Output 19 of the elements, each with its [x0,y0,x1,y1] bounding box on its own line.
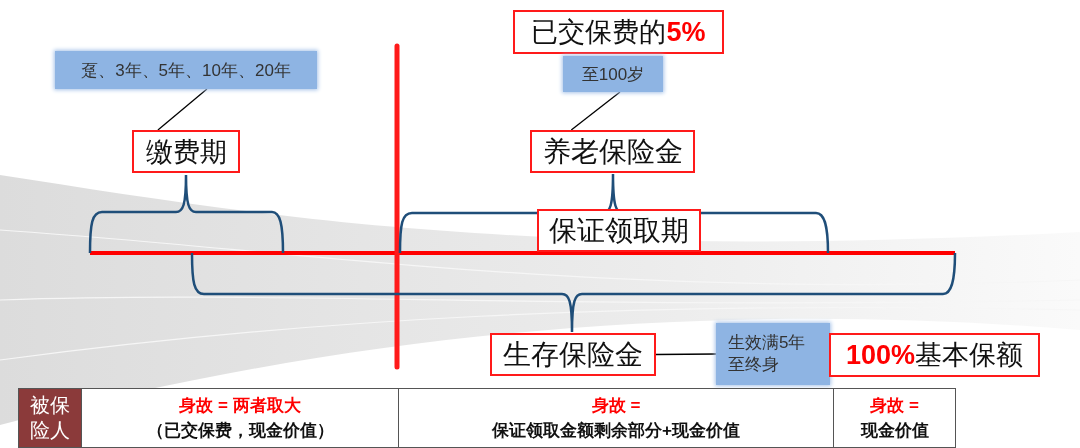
cell-heading: 身故 = [591,395,641,417]
cell-text: 现金价值 [860,420,929,442]
leader-line [157,88,208,131]
label-box: 已交保费的5% [513,10,724,54]
label-box: 保证领取期 [537,209,701,252]
note-box: 趸、3年、5年、10年、20年 [55,51,317,89]
cell-heading: 身故 = [870,395,919,417]
cell-text: 保证领取金额剩余部分+现金价值 [492,420,740,442]
note-box: 至100岁 [563,56,663,92]
label-box: 生存保险金 [490,333,656,376]
cell-text: （已交保费，现金价值） [146,420,334,442]
leader-line [570,91,621,131]
label-box: 100%基本保额 [829,333,1040,377]
leader-line [655,353,717,356]
label-box: 缴费期 [132,130,240,173]
cell-heading: 身故 = 两者取大 [179,395,301,417]
label-box: 养老保险金 [530,130,695,173]
note-box: 生效满5年至终身 [716,323,830,385]
row-header: 被保险人 [18,388,82,448]
